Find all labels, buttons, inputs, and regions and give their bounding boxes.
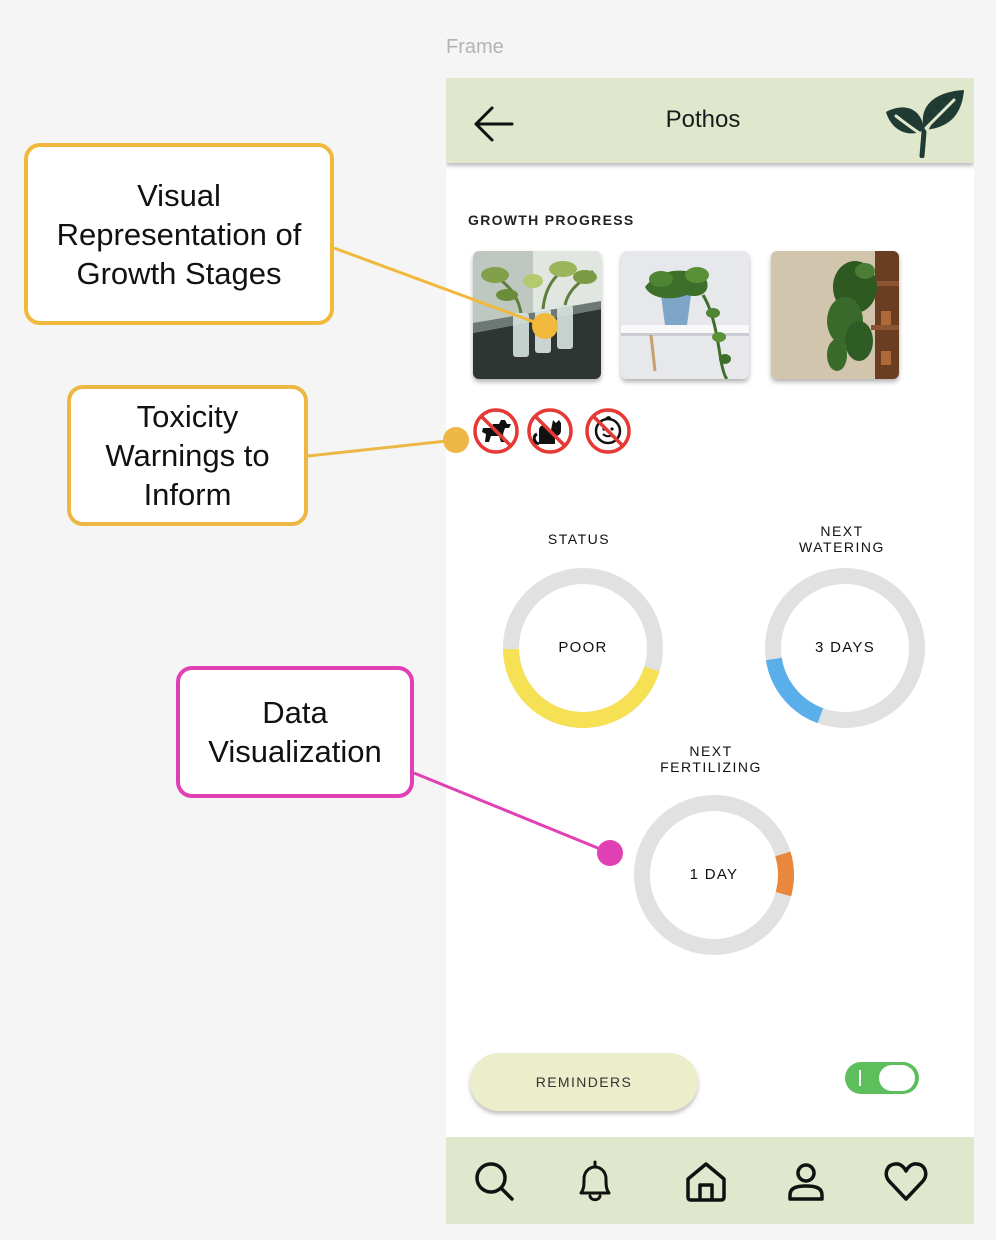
growth-progress-label: GROWTH PROGRESS: [468, 212, 635, 228]
status-gauge: POOR: [498, 563, 668, 733]
watering-gauge: 3 DAYS: [760, 563, 930, 733]
visual-growth-callout: Visual Representation of Growth Stages: [24, 143, 334, 325]
data-callout-line1: Data: [262, 695, 328, 730]
growth-stage-photo-2[interactable]: [621, 251, 749, 379]
bottom-nav-bar: [446, 1137, 974, 1224]
watering-value: 3 DAYS: [814, 639, 876, 656]
visual-callout-line1: Visual: [137, 177, 221, 213]
frame-label: Frame: [446, 36, 504, 58]
nav-profile-button[interactable]: [782, 1157, 830, 1205]
screen-title: Pothos: [665, 106, 741, 133]
reminders-toggle[interactable]: [845, 1062, 919, 1094]
status-label: STATUS: [509, 531, 649, 547]
toxicity-callout-line2: Warnings to: [105, 438, 270, 473]
bell-icon: [579, 1160, 611, 1202]
status-label-text: STATUS: [547, 531, 611, 547]
fertilizing-gauge: 1 DAY: [629, 790, 799, 960]
toxicity-callout: Toxicity Warnings to Inform: [67, 385, 308, 526]
fertilizing-label-line2: FERTILIZING: [660, 759, 762, 775]
no-dogs-icon: [473, 408, 519, 454]
home-icon: [686, 1162, 726, 1202]
no-children-icon: [585, 408, 631, 454]
data-callout-line2: Visualization: [208, 734, 382, 769]
arrow-left-icon: [474, 106, 514, 142]
potted-plant-shelf-image: [621, 251, 749, 379]
fertilizing-value: 1 DAY: [689, 866, 739, 883]
back-button[interactable]: [470, 100, 518, 148]
watering-label-line2: WATERING: [799, 539, 885, 555]
data-connector-line: [413, 771, 611, 855]
toxicity-connector-line: [307, 438, 457, 458]
watering-label-line1: NEXT: [820, 523, 864, 539]
leaf-icon: [886, 90, 964, 158]
visual-callout-line2: Representation of: [56, 216, 302, 252]
heart-icon: [884, 1162, 928, 1201]
no-cats-icon: [527, 408, 573, 454]
user-icon: [788, 1163, 824, 1201]
data-visualization-callout: Data Visualization: [176, 666, 414, 798]
toxicity-callout-line3: Inform: [143, 477, 232, 512]
data-connector-dot: [597, 840, 623, 866]
visual-connector-line: [333, 246, 546, 328]
nav-home-button[interactable]: [682, 1157, 730, 1205]
toxicity-callout-line1: Toxicity: [136, 399, 239, 434]
toxicity-connector-dot: [443, 427, 469, 453]
nav-favorites-button[interactable]: [882, 1157, 930, 1205]
status-gauge-arc: [503, 568, 663, 728]
watering-label: NEXT WATERING: [772, 523, 912, 555]
fertilizing-label: NEXT FERTILIZING: [641, 743, 781, 775]
fertilizing-label-line1: NEXT: [689, 743, 733, 759]
phone-screen: Pothos GROWTH PROGRESS: [446, 78, 974, 1224]
status-value: POOR: [558, 639, 608, 656]
nav-search-button[interactable]: [470, 1157, 518, 1205]
reminders-button[interactable]: REMINDERS: [470, 1053, 698, 1111]
nav-notifications-button[interactable]: [571, 1157, 619, 1205]
toggle-knob: [879, 1065, 915, 1091]
growth-stage-photo-3[interactable]: [771, 251, 899, 379]
search-icon: [475, 1162, 514, 1201]
top-app-bar: Pothos: [446, 78, 974, 163]
toggle-on-mark: [859, 1070, 861, 1086]
hanging-plant-image: [771, 251, 899, 379]
visual-callout-line3: Growth Stages: [76, 255, 282, 291]
visual-connector-dot: [532, 313, 558, 339]
